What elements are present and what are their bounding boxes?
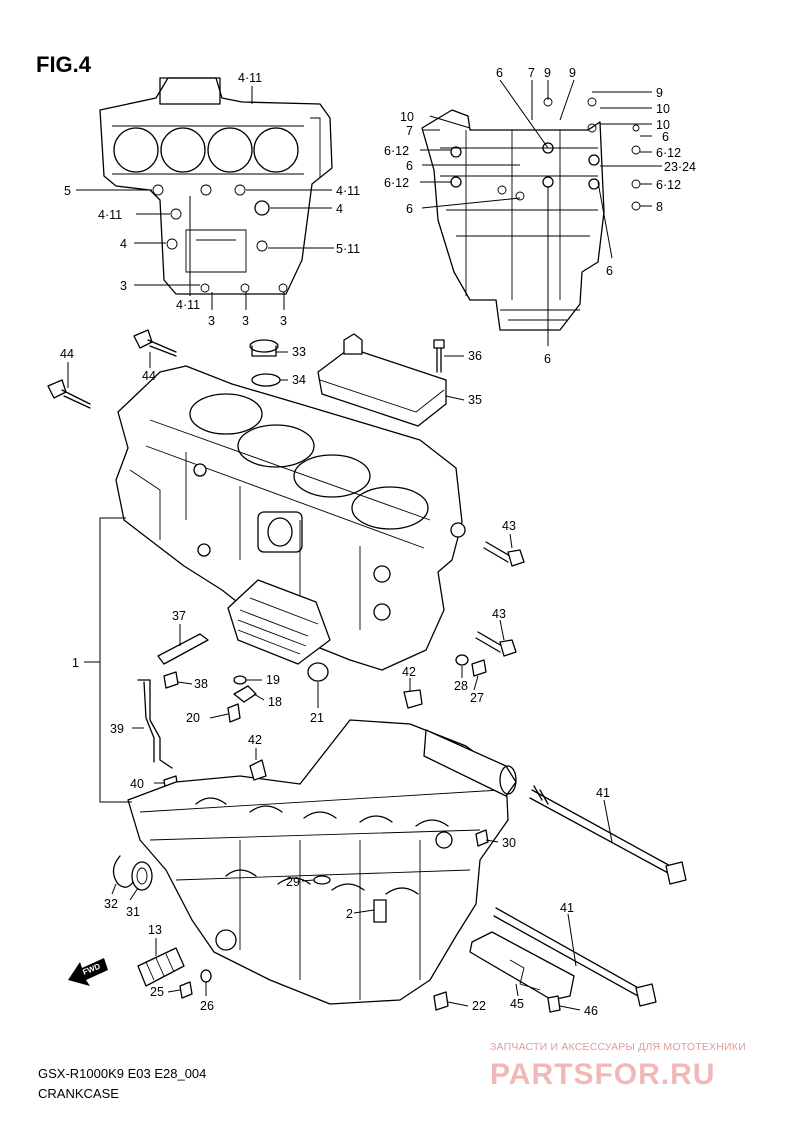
callout: 6: [496, 66, 503, 80]
callout: 6·12: [384, 144, 409, 158]
callout: 38: [194, 677, 208, 691]
callout: 3: [280, 314, 287, 328]
callout: 4·11: [98, 208, 122, 222]
callout: 5·11: [336, 242, 360, 256]
figure-title: FIG.4: [36, 52, 92, 77]
inset-upper-case-top-view: [99, 77, 333, 295]
callout: 46: [584, 1004, 598, 1018]
watermark: ЗАПЧАСТИ И АКСЕССУАРЫ ДЛЯ МОТОТЕХНИКИ PA…: [490, 1041, 746, 1091]
callout: 31: [126, 905, 140, 919]
callout: 10: [656, 118, 670, 132]
inset-right-leaders: [420, 79, 662, 346]
inset-lower-case-bottom-view: [421, 97, 641, 331]
bolt-25-washer-26: [179, 969, 212, 999]
callout: 30: [502, 836, 516, 850]
callout: 41: [560, 901, 574, 915]
callout: 42: [402, 665, 416, 679]
callout: 25: [150, 985, 164, 999]
callout: 3: [208, 314, 215, 328]
callout: 6: [406, 159, 413, 173]
callout: 6: [606, 264, 613, 278]
callout: 29: [286, 875, 300, 889]
callout: 2: [346, 907, 353, 921]
plug-22: [433, 991, 449, 1011]
callout: 9: [569, 66, 576, 80]
callout: 26: [200, 999, 214, 1013]
callout: 21: [310, 711, 324, 725]
stud-41-lower: [493, 907, 657, 1007]
callout: 36: [468, 349, 482, 363]
callout: 9: [656, 86, 663, 100]
callout: 22: [472, 999, 486, 1013]
callout: 18: [268, 695, 282, 709]
bracket-45: [469, 931, 575, 1013]
callout: 45: [510, 997, 524, 1011]
callout: 23·24: [664, 160, 696, 174]
callout: 43: [492, 607, 506, 621]
callout: 4·11: [238, 71, 262, 85]
callout: 6·12: [656, 178, 681, 192]
bolt-43-pair: [475, 541, 525, 657]
callout: 37: [172, 609, 186, 623]
callout: 6: [406, 202, 413, 216]
callout: 7: [406, 124, 413, 138]
plug-33-oring-34: [249, 339, 281, 387]
callout: 34: [292, 373, 306, 387]
callout: 10: [400, 110, 414, 124]
callout: 1: [72, 656, 79, 670]
callout: 3: [242, 314, 249, 328]
bolt-36: [433, 339, 445, 373]
washer-28-plug-27: [455, 654, 487, 677]
bolt-44-pair: [47, 329, 177, 409]
callout: 4: [336, 202, 343, 216]
callout: 10: [656, 102, 670, 116]
callout: 39: [110, 722, 124, 736]
callout: 3: [120, 279, 127, 293]
callout: 6: [662, 130, 669, 144]
callout: 40: [130, 777, 144, 791]
callout: 20: [186, 711, 200, 725]
callout: 41: [596, 786, 610, 800]
callout: 27: [470, 691, 484, 705]
callout: 28: [454, 679, 468, 693]
inset-left-leaders: [76, 86, 334, 310]
callout: 33: [292, 345, 306, 359]
bellow-13: [137, 947, 185, 987]
callout: 4·11: [176, 298, 200, 312]
callout: 44: [142, 369, 156, 383]
callout: 9: [544, 66, 551, 80]
lower-crankcase: [127, 719, 509, 1005]
breather-cover: [317, 333, 447, 427]
callout: 5: [64, 184, 71, 198]
plug-21: [307, 662, 329, 682]
callout: 44: [60, 347, 74, 361]
watermark-line1: ЗАПЧАСТИ И АКСЕССУАРЫ ДЛЯ МОТОТЕХНИКИ: [490, 1041, 746, 1053]
watermark-line2: PARTSFOR.RU: [490, 1058, 715, 1091]
main-leaders: [67, 351, 613, 1011]
callout: 13: [148, 923, 162, 937]
callout-labels: 4·11 5 4·11 4 3 4·11 3 3 3 4·11 4 5·11 6…: [60, 66, 696, 1018]
model-code: GSX-R1000K9 E03 E28_004: [38, 1066, 206, 1081]
stud-41-upper: [529, 785, 687, 885]
callout: 42: [248, 733, 262, 747]
pin-30: [475, 829, 489, 847]
upper-crankcase: [115, 365, 466, 671]
callout: 6: [544, 352, 551, 366]
callout: 6·12: [656, 146, 681, 160]
callout: 43: [502, 519, 516, 533]
callout: 7: [528, 66, 535, 80]
callout: 6·12: [384, 176, 409, 190]
callout: 4: [120, 237, 127, 251]
callout: 35: [468, 393, 482, 407]
figure-caption: CRANKCASE: [38, 1086, 119, 1101]
callout: 19: [266, 673, 280, 687]
circlip-32-seal-31: [112, 855, 153, 891]
callout: 32: [104, 897, 118, 911]
fwd-arrow-icon: FWD: [68, 958, 108, 986]
callout: 8: [656, 200, 663, 214]
callout: 4·11: [336, 184, 360, 198]
shaft-tubes: [249, 689, 517, 797]
